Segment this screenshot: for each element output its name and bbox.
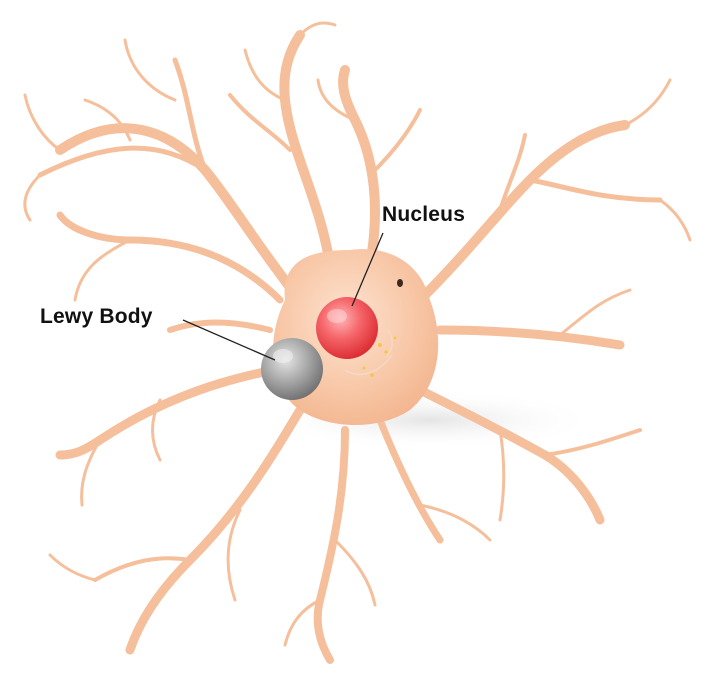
organelles	[362, 336, 397, 377]
nucleus-sphere-icon	[316, 297, 378, 359]
dendrites	[23, 21, 692, 664]
nucleus-leader-line	[351, 232, 384, 307]
vesicle	[397, 279, 403, 287]
endoplasmic-reticulum	[344, 329, 393, 376]
nucleus-label: Nucleus	[382, 203, 466, 226]
lewy-body-leader-line	[182, 319, 276, 361]
lewy-body-highlight	[273, 349, 293, 363]
nucleus-highlight	[327, 309, 347, 323]
lewy-body-sphere-icon	[261, 338, 323, 400]
lewy-body-label: Lewy Body	[40, 305, 153, 328]
